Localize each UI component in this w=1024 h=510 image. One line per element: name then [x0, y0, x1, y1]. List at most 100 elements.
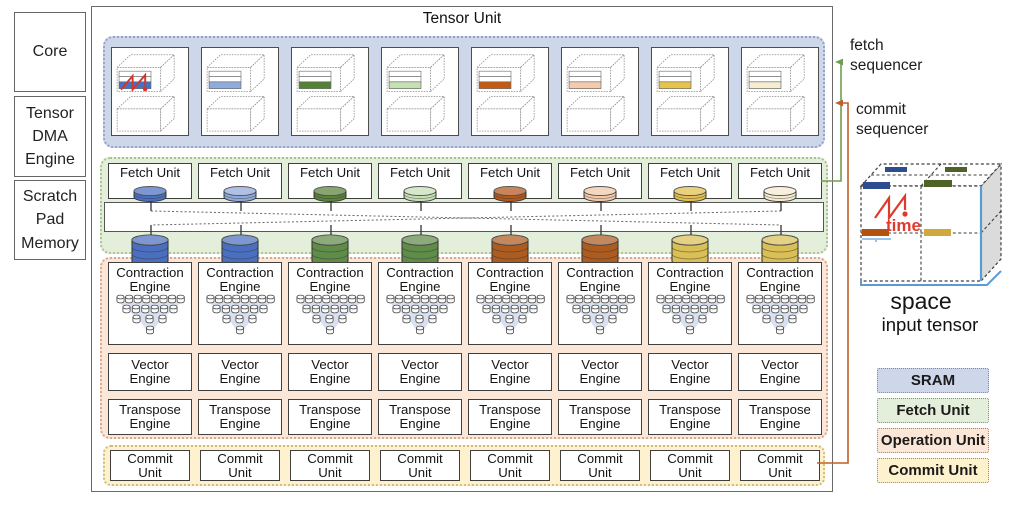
engine-buffer-icon	[761, 234, 799, 267]
time-zigzag-icon	[120, 72, 148, 93]
tensor-dma-engine-box: Tensor DMA Engine	[14, 96, 86, 177]
lane: Fetch Unit Contraction Engine	[468, 7, 552, 493]
transpose-engine-box: Transpose Engine	[468, 399, 552, 435]
fetch-disk-icon	[763, 186, 797, 202]
cube-bar-green	[924, 180, 952, 187]
commit-unit-box: Commit Unit	[380, 450, 460, 481]
vector-engine-box: Vector Engine	[108, 353, 192, 391]
transpose-engine-box: Transpose Engine	[378, 399, 462, 435]
contraction-engine-box: Contraction Engine	[558, 262, 642, 345]
legend-operation-unit: Operation Unit	[877, 428, 989, 453]
fetch-sequencer-label: fetch sequencer	[850, 37, 923, 75]
fetch-disk-icon	[493, 186, 527, 202]
tensor-dma-label-line3: Engine	[25, 151, 75, 169]
lane: Fetch Unit Contraction Engine	[198, 7, 282, 493]
sram-cell	[381, 47, 459, 136]
contraction-engine-box: Contraction Engine	[648, 262, 732, 345]
tensor-block-icon	[476, 53, 536, 133]
reduction-tree-icon	[656, 294, 725, 335]
reduction-tree-icon	[476, 294, 545, 335]
sram-cell	[471, 47, 549, 136]
input-tensor-label: input tensor	[881, 314, 979, 335]
cube-bar-blue	[863, 182, 890, 189]
lane: Fetch Unit Contraction Engine	[648, 7, 732, 493]
fetch-disk-icon	[223, 186, 257, 202]
reduction-tree-icon	[116, 294, 185, 335]
tensor-block-icon	[656, 53, 716, 133]
transpose-engine-box: Transpose Engine	[738, 399, 822, 435]
engine-buffer-icon	[131, 234, 169, 267]
transpose-engine-box: Transpose Engine	[288, 399, 372, 435]
time-label: time	[886, 216, 921, 235]
engine-buffer-icon	[311, 234, 349, 267]
transpose-engine-box: Transpose Engine	[198, 399, 282, 435]
fetch-unit-box: Fetch Unit	[288, 163, 372, 199]
vector-engine-box: Vector Engine	[648, 353, 732, 391]
fetch-disk-icon	[133, 186, 167, 202]
contraction-engine-box: Contraction Engine	[288, 262, 372, 345]
vector-engine-box: Vector Engine	[288, 353, 372, 391]
tensor-block-icon	[296, 53, 356, 133]
sram-cell	[561, 47, 639, 136]
vector-engine-box: Vector Engine	[558, 353, 642, 391]
commit-unit-box: Commit Unit	[110, 450, 190, 481]
commit-unit-box: Commit Unit	[200, 450, 280, 481]
transpose-engine-box: Transpose Engine	[558, 399, 642, 435]
reduction-tree-icon	[746, 294, 815, 335]
space-bracket-icon	[860, 270, 1002, 286]
contraction-engine-box: Contraction Engine	[738, 262, 822, 345]
tensor-block-icon	[386, 53, 446, 133]
engine-buffer-icon	[671, 234, 709, 267]
sram-cell	[201, 47, 279, 136]
commit-sequencer-label: commit sequencer	[856, 101, 929, 139]
fetch-disk-icon	[673, 186, 707, 202]
commit-unit-box: Commit Unit	[560, 450, 640, 481]
cube-bar-yellow	[924, 229, 951, 236]
input-tensor-cube: time	[859, 162, 1003, 286]
sram-cell	[111, 47, 189, 136]
tensor-dma-label-line2: DMA	[32, 127, 68, 145]
sram-cell	[741, 47, 819, 136]
fetch-disk-icon	[403, 186, 437, 202]
tensor-block-icon	[116, 53, 176, 133]
lane: Fetch Unit Contraction Engine	[108, 7, 192, 493]
reduction-tree-icon	[566, 294, 635, 335]
time-zigzag-icon	[874, 192, 908, 222]
space-label: space	[890, 288, 952, 314]
scratchpad-label-line2: Pad	[35, 211, 65, 229]
lane: Fetch Unit Contraction Engine	[378, 7, 462, 493]
cube-bar-brown	[862, 229, 889, 236]
engine-buffer-icon	[581, 234, 619, 267]
cube-top-bar-blue	[885, 167, 907, 172]
contraction-engine-box: Contraction Engine	[378, 262, 462, 345]
vector-engine-box: Vector Engine	[468, 353, 552, 391]
vector-engine-box: Vector Engine	[378, 353, 462, 391]
tensor-unit-box: Tensor Unit	[91, 6, 833, 492]
legend-commit-unit: Commit Unit	[877, 458, 989, 483]
legend-sram: SRAM	[877, 368, 989, 393]
transpose-engine-box: Transpose Engine	[648, 399, 732, 435]
tensor-block-icon	[746, 53, 806, 133]
fetch-disk-icon	[313, 186, 347, 202]
fetch-arrowhead-icon	[835, 58, 843, 66]
crossbar	[104, 198, 824, 242]
contraction-engine-box: Contraction Engine	[108, 262, 192, 345]
tensor-block-icon	[566, 53, 626, 133]
vector-engine-box: Vector Engine	[738, 353, 822, 391]
transpose-engine-box: Transpose Engine	[108, 399, 192, 435]
tensor-dma-label-line1: Tensor	[25, 104, 75, 122]
cube-top-bar-green	[945, 167, 967, 172]
tensor-unit-title: Tensor Unit	[422, 10, 502, 27]
lane: Fetch Unit Contraction Engine	[738, 7, 822, 493]
commit-unit-box: Commit Unit	[470, 450, 550, 481]
commit-arrowhead-icon	[835, 99, 843, 107]
reduction-tree-icon	[206, 294, 275, 335]
commit-unit-box: Commit Unit	[290, 450, 370, 481]
legend-fetch-unit: Fetch Unit	[877, 398, 989, 423]
tensor-block-icon	[206, 53, 266, 133]
scratchpad-memory-box: Scratch Pad Memory	[14, 180, 86, 260]
lane: Fetch Unit Contraction Engine	[288, 7, 372, 493]
contraction-engine-box: Contraction Engine	[468, 262, 552, 345]
scratchpad-label-line3: Memory	[21, 234, 79, 252]
